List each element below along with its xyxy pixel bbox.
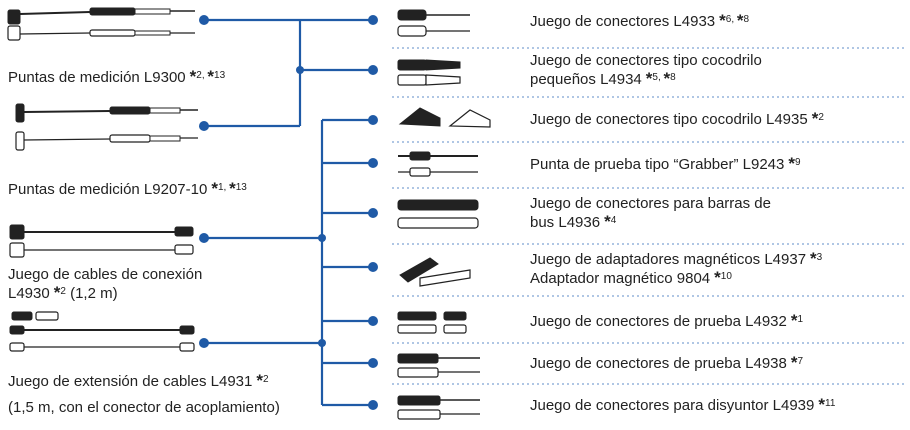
magnetic-l4937-icon [399,257,471,287]
cable-l4931-icon [9,311,195,352]
grabber-l9243-icon [398,151,478,177]
label-l4931: Juego de extensión de cables L4931*2 (1,… [8,371,280,417]
label-l9300: Puntas de medición L9300*2, *13 [8,67,226,87]
label-l4933: Juego de conectores L4933*6, *8 [530,11,750,31]
label-l4932: Juego de conectores de prueba L4932*1 [530,311,804,331]
alligator-l4935-icon [398,107,491,128]
cable-l4930-icon [9,224,194,258]
dividers [392,47,905,385]
test-connector-l4938-icon [397,353,480,378]
busbar-l4936-icon [397,199,479,229]
connector-lines [204,18,373,407]
label-l4936: Juego de conectores para barras de bus L… [530,195,771,231]
label-l4937: Juego de adaptadores magnéticos L4937*3 … [530,249,823,288]
connector-l4933-icon [397,9,470,37]
connector-dots [199,15,378,410]
label-l9207: Puntas de medición L9207-10*1, *13 [8,179,247,199]
probe-l9300-icon [7,7,195,41]
probe-l9207-icon [15,103,198,151]
alligator-l4934-icon [397,59,461,86]
label-l9243: Punta de prueba tipo “Grabber” L9243*9 [530,154,801,174]
label-l4934: Juego de conectores tipo cocodrilo peque… [530,52,762,88]
label-l4930: Juego de cables de conexión L4930*2 (1,2… [8,266,203,302]
test-connector-l4932-icon [397,311,467,334]
breaker-l4939-icon [397,395,480,420]
label-l4939: Juego de conectores para disyuntor L4939… [530,395,836,415]
label-l4935: Juego de conectores tipo cocodrilo L4935… [530,109,824,129]
label-l4938: Juego de conectores de prueba L4938*7 [530,353,804,373]
